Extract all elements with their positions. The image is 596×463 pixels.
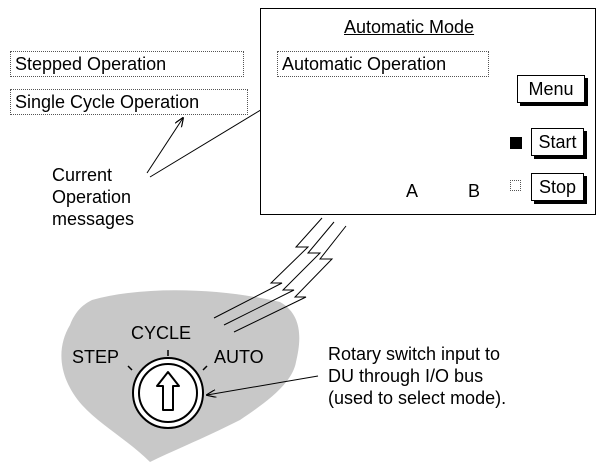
machine-label-b: B — [468, 181, 481, 201]
stop-button[interactable]: Stop — [531, 173, 584, 201]
callout-line-1: Current — [52, 165, 113, 185]
callout-line-3: messages — [52, 209, 135, 229]
automatic-operation-message: Automatic Operation — [277, 51, 489, 77]
note-line-2: DU through I/O bus — [328, 366, 484, 386]
current-operation-callout: Current Operation messages — [52, 164, 134, 230]
rotary-switch-note: Rotary switch input to DU through I/O bu… — [328, 343, 506, 409]
callout-line-2: Operation — [52, 187, 132, 207]
stop-indicator — [510, 180, 521, 191]
start-button[interactable]: Start — [531, 128, 584, 156]
switch-position-cycle: CYCLE — [131, 323, 192, 343]
rotary-switch-icon[interactable] — [127, 350, 208, 429]
screen-title: Automatic Mode — [344, 17, 475, 37]
single-cycle-operation-message: Single Cycle Operation — [10, 89, 248, 115]
menu-button[interactable]: Menu — [517, 75, 585, 103]
note-line-3: (used to select mode). — [328, 388, 507, 408]
machine-label-a: A — [406, 181, 419, 201]
start-indicator — [510, 137, 522, 149]
note-line-1: Rotary switch input to — [328, 344, 501, 364]
switch-position-step: STEP — [72, 347, 120, 367]
communication-link-icon — [213, 217, 347, 333]
stepped-operation-message: Stepped Operation — [10, 51, 244, 77]
switch-position-auto: AUTO — [214, 347, 264, 367]
